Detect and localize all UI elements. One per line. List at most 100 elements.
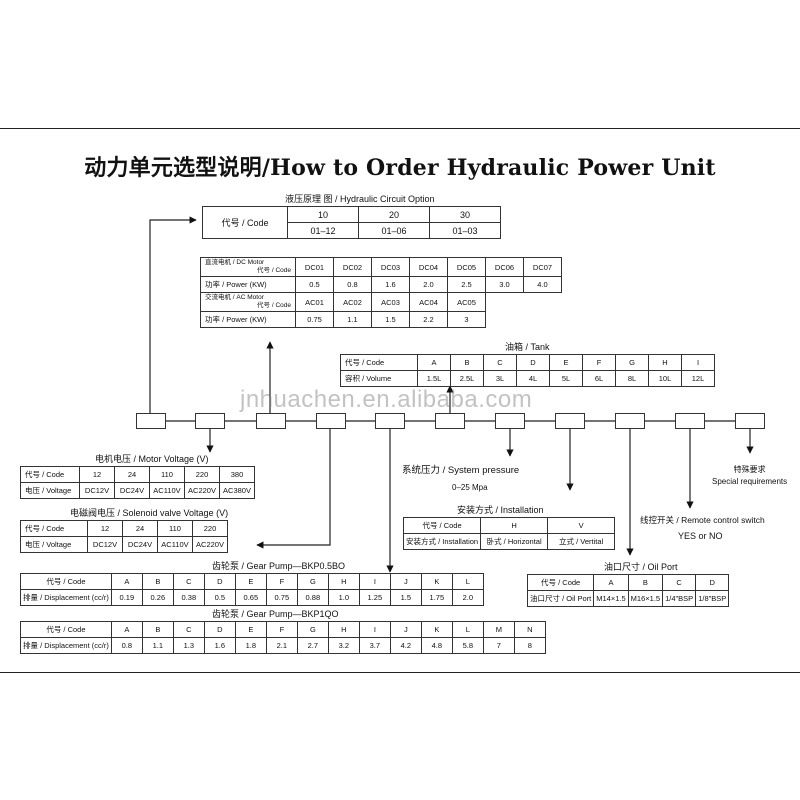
sv-code: 24 (122, 520, 158, 537)
pump1-disp: 0.5 (203, 589, 236, 606)
installation-table: 代号 / Code H V 安装方式 / Installation 卧式 / H… (402, 517, 616, 550)
pump2-code: F (265, 621, 298, 638)
mv-code-label: 代号 / Code (20, 466, 80, 483)
tank-code-label: 代号 / Code (340, 354, 418, 371)
pump2-code-label: 代号 / Code (20, 621, 112, 638)
circuit-range: 01–12 (287, 222, 359, 239)
sv-voltage: AC220V (192, 536, 228, 553)
pump2-code: M (482, 621, 515, 638)
dc-power: 2.0 (409, 276, 448, 293)
pump2-disp: 2.1 (265, 637, 298, 654)
mv-code: 220 (184, 466, 220, 483)
pump2-disp-label: 排量 / Displacement (cc/r) (20, 637, 112, 654)
dc-code: DC03 (371, 257, 410, 277)
op-port: M14×1.5 (593, 590, 629, 607)
pump2-disp: 1.1 (141, 637, 174, 654)
circuit-range: 01–03 (429, 222, 501, 239)
dc-code: DC05 (447, 257, 486, 277)
pump1-code: B (141, 573, 174, 590)
motor-voltage-caption: 电机电压 / Motor Voltage (V) (95, 454, 209, 464)
pump2-code: G (296, 621, 329, 638)
pump2-caption: 齿轮泵 / Gear Pump—BKP1QO (212, 609, 339, 619)
pump2-code: A (110, 621, 143, 638)
pump2-code: K (420, 621, 453, 638)
watermark: jnhuachen.en.alibaba.com (240, 386, 533, 413)
op-code: D (695, 574, 730, 591)
pump1-disp: 1.25 (358, 589, 391, 606)
dc-motor-label: 直流电机 / DC Motor (205, 259, 265, 266)
inst-code-label: 代号 / Code (402, 517, 482, 534)
op-port: 1/8"BSP (695, 590, 730, 607)
sv-code: 110 (157, 520, 193, 537)
pump2-code: C (172, 621, 205, 638)
pump2-disp: 3.2 (327, 637, 360, 654)
op-code: C (662, 574, 697, 591)
pump1-code: F (265, 573, 298, 590)
tank-volume: 6L (582, 370, 616, 387)
sv-voltage: AC110V (157, 536, 193, 553)
tank-code: B (450, 354, 484, 371)
pump1-disp: 0.75 (265, 589, 298, 606)
ac-code: AC01 (295, 292, 334, 312)
pump1-code: D (203, 573, 236, 590)
circuit-code: 10 (287, 206, 359, 223)
op-code-label: 代号 / Code (526, 574, 595, 591)
tank-volume: 4L (516, 370, 550, 387)
order-code-box-tank (435, 413, 465, 429)
system-pressure-range: 0–25 Mpa (452, 483, 488, 492)
pump1-disp: 0.38 (172, 589, 205, 606)
pump2-disp: 2.7 (296, 637, 329, 654)
dc-power: 3.0 (485, 276, 524, 293)
pump2-code: I (358, 621, 391, 638)
page-title: 动力单元选型说明/How to Order Hydraulic Power Un… (84, 155, 716, 181)
ac-power: 1.1 (333, 311, 372, 328)
pump1-disp: 1.75 (420, 589, 453, 606)
op-port-label: 油口尺寸 / Oil Port (526, 590, 595, 607)
pump2-disp: 1.6 (203, 637, 236, 654)
mv-code: 380 (219, 466, 255, 483)
pump2-disp: 1.3 (172, 637, 205, 654)
dc-code: DC02 (333, 257, 372, 277)
circuit-code: 30 (429, 206, 501, 223)
tank-volume: 2.5L (450, 370, 484, 387)
pump2-disp: 8 (513, 637, 546, 654)
pump1-disp: 1.5 (389, 589, 422, 606)
tank-code: C (483, 354, 517, 371)
remote-switch-label: 线控开关 / Remote control switch (640, 515, 765, 525)
pump1-code-label: 代号 / Code (20, 573, 112, 590)
op-code: A (593, 574, 629, 591)
pump1-disp: 0.26 (141, 589, 174, 606)
dc-power: 2.5 (447, 276, 486, 293)
tank-code: F (582, 354, 616, 371)
sv-voltage: DC24V (122, 536, 158, 553)
motor-code-label: 代号 / Code (257, 267, 291, 274)
circuit-caption: 液压原理 图 / Hydraulic Circuit Option (285, 194, 435, 204)
pump2-disp: 7 (482, 637, 515, 654)
special-label-cn: 特殊要求 (733, 465, 766, 474)
sv-voltage-label: 电压 / Voltage (20, 536, 88, 553)
dc-power: 1.6 (371, 276, 410, 293)
ac-power: 2.2 (409, 311, 448, 328)
pump1-disp: 0.88 (296, 589, 329, 606)
tank-table: 代号 / Code A B C D E F G H I 容积 / Volume … (340, 354, 715, 387)
special-requirements: 特殊要求 Special requirements (712, 464, 787, 488)
dc-motor-header: 直流电机 / DC Motor 代号 / Code (200, 257, 296, 277)
mv-voltage: DC24V (114, 482, 150, 499)
solenoid-caption: 电磁阀电压 / Solenoid valve Voltage (V) (70, 508, 229, 518)
mv-voltage: AC380V (219, 482, 255, 499)
order-code-box-oil-port (615, 413, 645, 429)
pump2-disp: 4.8 (420, 637, 453, 654)
order-code-box-motor (256, 413, 286, 429)
sv-voltage: DC12V (87, 536, 123, 553)
tank-code: H (648, 354, 682, 371)
pump2-disp: 5.8 (451, 637, 484, 654)
pump1-code: J (389, 573, 422, 590)
page-frame (0, 128, 800, 673)
dc-code: DC04 (409, 257, 448, 277)
pump2-table: 代号 / Code A B C D E F G H I J K L M N 排量… (20, 621, 546, 654)
pump1-code: E (234, 573, 267, 590)
pump1-caption: 齿轮泵 / Gear Pump—BKP0.5BO (212, 561, 346, 571)
order-code-box-installation (555, 413, 585, 429)
tank-code: D (516, 354, 550, 371)
